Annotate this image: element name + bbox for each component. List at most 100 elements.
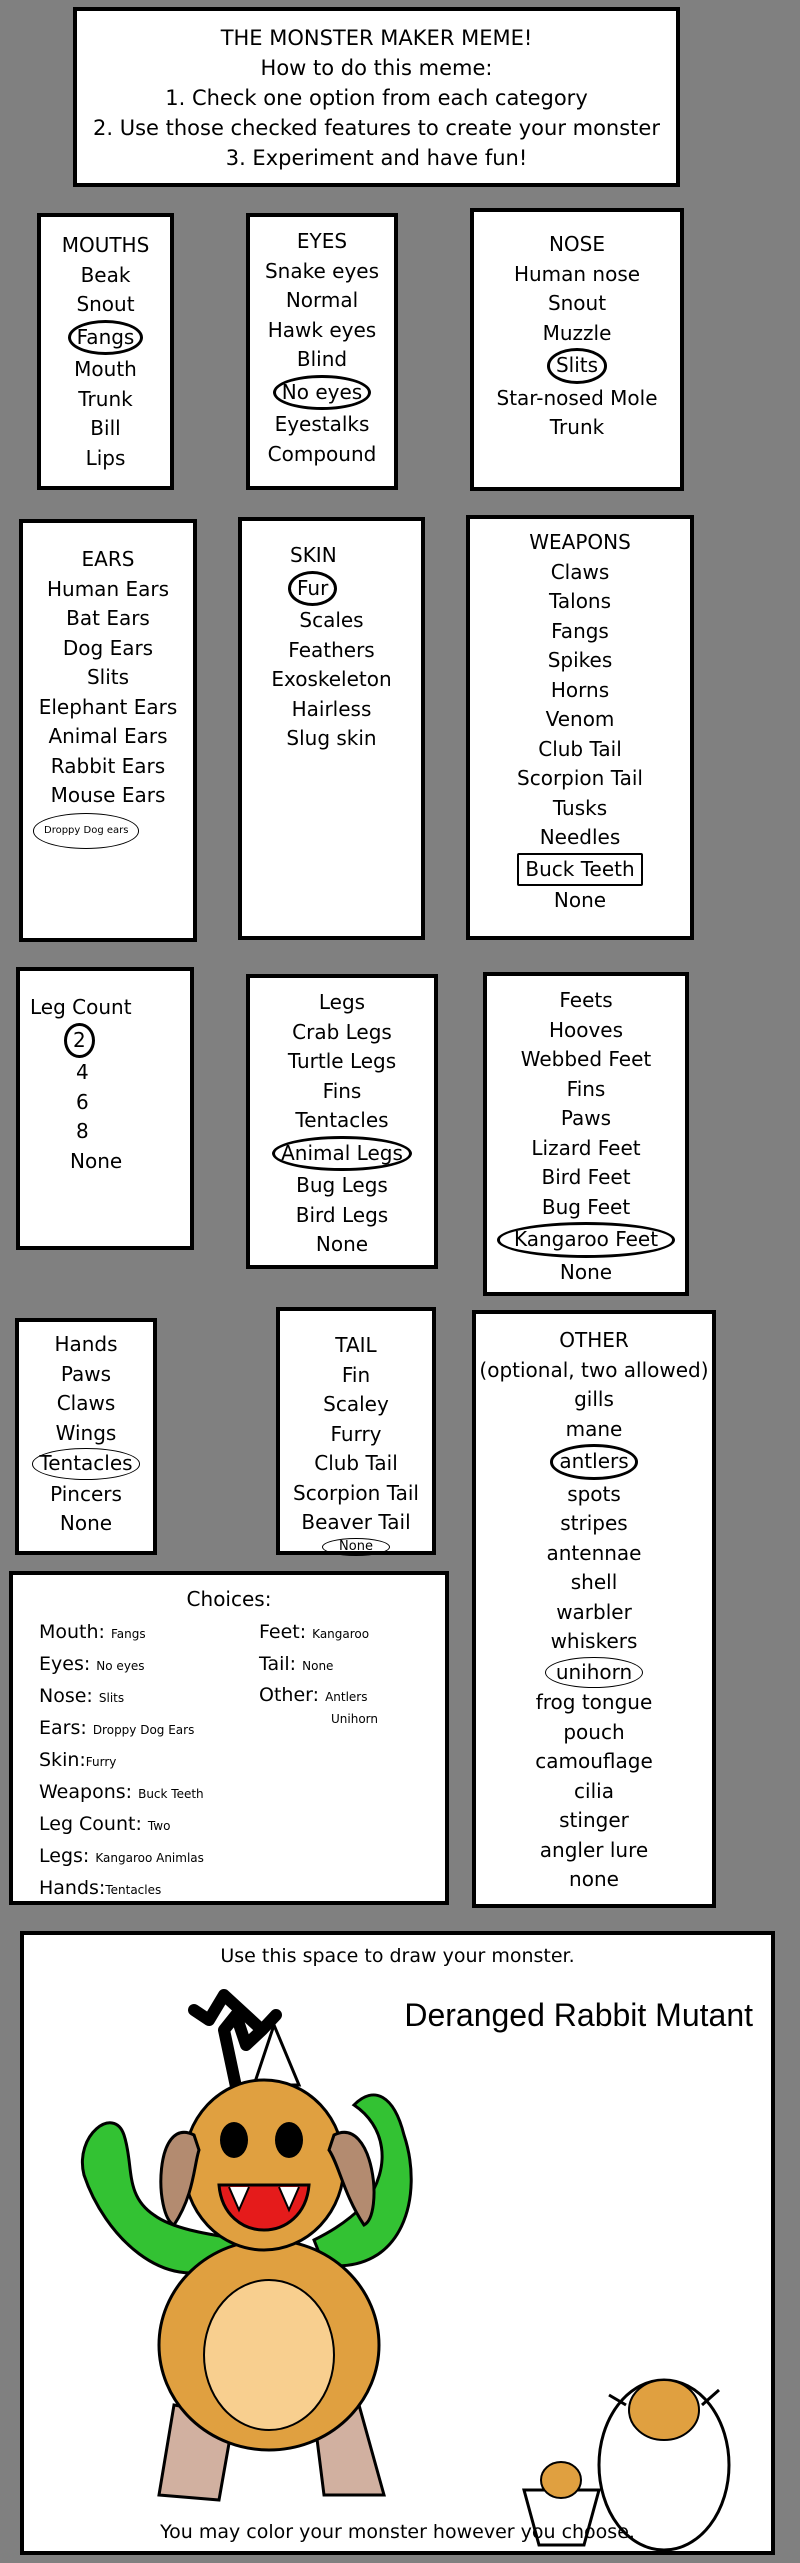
option-fur-selected[interactable]: Fur (242, 570, 421, 606)
option-frog-tongue[interactable]: frog tongue (535, 1690, 653, 1714)
option-pouch[interactable]: pouch (563, 1719, 625, 1744)
option-mouse-ears[interactable]: Mouse Ears (50, 783, 166, 807)
option-hooves[interactable]: Hooves (548, 1017, 624, 1042)
option-feathers[interactable]: Feathers (288, 637, 375, 662)
option-eyestalks[interactable]: Eyestalks (274, 412, 370, 436)
option-dog-ears[interactable]: Dog Ears (62, 635, 154, 660)
option-bat-ears[interactable]: Bat Ears (66, 606, 150, 630)
option-bill[interactable]: Bill (90, 416, 121, 440)
option-normal[interactable]: Normal (285, 288, 359, 312)
option-kangaroo-feet-selected[interactable]: Kangaroo Feet (487, 1222, 685, 1258)
option-camouflage[interactable]: camouflage (535, 1749, 653, 1773)
option-shell[interactable]: shell (570, 1570, 618, 1594)
option-club-tail[interactable]: Club Tail (538, 736, 622, 761)
option-rabbit-ears[interactable]: Rabbit Ears (50, 753, 166, 778)
option-muzzle[interactable]: Muzzle (542, 320, 612, 345)
option-bird-feet[interactable]: Bird Feet (541, 1165, 631, 1189)
option-six[interactable]: 6 (76, 1089, 89, 1114)
option-scales[interactable]: Scales (299, 608, 364, 632)
option-blind[interactable]: Blind (296, 347, 348, 371)
option-snout[interactable]: Snout (547, 291, 607, 315)
option-fins[interactable]: Fins (566, 1076, 606, 1101)
option-snake-eyes[interactable]: Snake eyes (264, 258, 380, 283)
option-claws[interactable]: Claws (550, 559, 610, 584)
option-none[interactable]: None (59, 1511, 113, 1535)
option-furry[interactable]: Furry (330, 1421, 382, 1446)
option-bird-legs[interactable]: Bird Legs (295, 1202, 389, 1227)
option-claws[interactable]: Claws (56, 1391, 116, 1415)
option-warbler[interactable]: warbler (556, 1599, 632, 1624)
option-talons[interactable]: Talons (548, 589, 612, 613)
option-compound[interactable]: Compound (267, 441, 377, 466)
option-gills[interactable]: gills (574, 1387, 614, 1411)
option-mouth[interactable]: Mouth (74, 357, 137, 381)
option-unihorn-selected[interactable]: unihorn (476, 1656, 712, 1688)
option-slug-skin[interactable]: Slug skin (286, 726, 377, 750)
option-none[interactable]: None (559, 1259, 613, 1284)
option-scorpion-tail[interactable]: Scorpion Tail (517, 766, 643, 790)
option-beaver-tail[interactable]: Beaver Tail (301, 1510, 411, 1534)
option-wings[interactable]: Wings (55, 1420, 117, 1445)
option-buck-teeth-selected[interactable]: Buck Teeth (470, 852, 690, 886)
option-snout[interactable]: Snout (76, 292, 135, 316)
mouths-title: MOUTHS (61, 233, 150, 257)
option-human-ears[interactable]: Human Ears (46, 576, 170, 601)
option-bug-legs[interactable]: Bug Legs (296, 1173, 388, 1197)
option-crab-legs[interactable]: Crab Legs (292, 1019, 392, 1044)
option-trunk[interactable]: Trunk (549, 415, 605, 439)
option-paws[interactable]: Paws (60, 1361, 112, 1386)
option-horns[interactable]: Horns (550, 677, 610, 702)
option-beak[interactable]: Beak (80, 262, 131, 287)
option-whiskers[interactable]: whiskers (550, 1629, 638, 1653)
option-no-eyes-selected[interactable]: No eyes (250, 374, 394, 410)
option-mane[interactable]: mane (565, 1416, 623, 1441)
option-none[interactable]: None (553, 888, 607, 912)
option-none[interactable]: none (569, 1867, 619, 1891)
option-four[interactable]: 4 (76, 1060, 89, 1084)
option-two-selected[interactable]: 2 (30, 1022, 190, 1058)
option-animal-ears[interactable]: Animal Ears (48, 724, 168, 748)
option-spikes[interactable]: Spikes (547, 648, 613, 672)
option-scaley[interactable]: Scaley (323, 1392, 389, 1416)
option-hairless[interactable]: Hairless (291, 696, 372, 721)
option-animal-legs-selected[interactable]: Animal Legs (250, 1135, 434, 1171)
option-lizard-feet[interactable]: Lizard Feet (531, 1135, 641, 1160)
option-paws[interactable]: Paws (560, 1106, 612, 1130)
option-tusks[interactable]: Tusks (552, 795, 608, 820)
option-cilia[interactable]: cilia (574, 1778, 614, 1803)
option-bug-feet[interactable]: Bug Feet (541, 1194, 631, 1219)
option-spots[interactable]: spots (567, 1481, 621, 1506)
option-fins[interactable]: Fins (322, 1078, 362, 1103)
option-exoskeleton[interactable]: Exoskeleton (271, 667, 392, 691)
option-none[interactable]: None (315, 1232, 369, 1256)
option-fangs-selected[interactable]: Fangs (41, 319, 170, 355)
option-webbed-feet[interactable]: Webbed Feet (520, 1047, 652, 1071)
option-pincers[interactable]: Pincers (50, 1481, 122, 1506)
option-needles[interactable]: Needles (539, 825, 621, 849)
option-turtle-legs[interactable]: Turtle Legs (287, 1049, 397, 1073)
option-stripes[interactable]: stripes (560, 1511, 628, 1535)
option-club-tail[interactable]: Club Tail (314, 1451, 398, 1475)
option-eight[interactable]: 8 (76, 1119, 89, 1143)
option-stinger[interactable]: stinger (559, 1808, 629, 1832)
option-tentacles-selected[interactable]: Tentacles (19, 1448, 153, 1480)
option-venom[interactable]: Venom (545, 707, 615, 731)
option-slits-selected[interactable]: Slits (474, 348, 680, 384)
option-antennae[interactable]: antennae (546, 1540, 642, 1565)
option-tentacles[interactable]: Tentacles (295, 1108, 389, 1132)
option-lips[interactable]: Lips (85, 445, 126, 470)
option-trunk[interactable]: Trunk (78, 386, 133, 411)
option-elephant-ears[interactable]: Elephant Ears (38, 694, 178, 719)
option-none[interactable]: None (70, 1148, 123, 1173)
option-star-nosed-mole[interactable]: Star-nosed Mole (496, 385, 658, 410)
option-fangs[interactable]: Fangs (551, 618, 609, 643)
option-antlers-selected[interactable]: antlers (476, 1444, 712, 1480)
option-angler-lure[interactable]: angler lure (539, 1837, 649, 1862)
option-slits[interactable]: Slits (86, 665, 130, 689)
option-fin[interactable]: Fin (341, 1362, 371, 1387)
ears-panel: EARS Human Ears Bat Ears Dog Ears Slits … (19, 519, 197, 942)
option-human-nose[interactable]: Human nose (513, 261, 641, 286)
option-hawk-eyes[interactable]: Hawk eyes (267, 317, 377, 342)
option-none-scribble-selected[interactable]: None (280, 1537, 432, 1556)
option-scorpion-tail[interactable]: Scorpion Tail (293, 1480, 419, 1505)
